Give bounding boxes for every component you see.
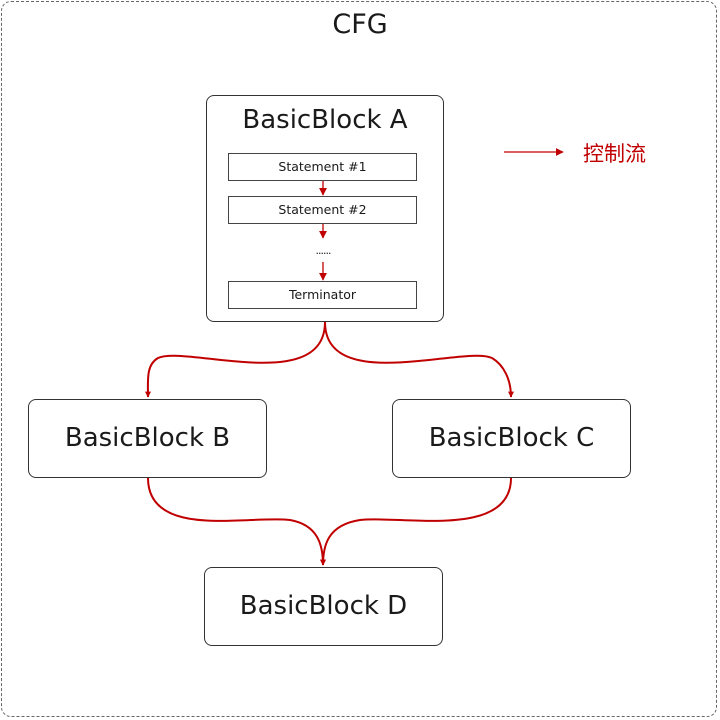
terminator: Terminator: [228, 281, 417, 309]
basic-block-d-label: BasicBlock D: [239, 591, 408, 621]
cfg-title: CFG: [332, 9, 388, 40]
edge-b-to-d: [147, 477, 326, 566]
basic-block-c: BasicBlock C: [392, 399, 631, 478]
edge-a-to-c: [324, 321, 514, 398]
legend-label: 控制流: [583, 142, 646, 166]
edge-c-to-d: [320, 477, 512, 566]
basic-block-b: BasicBlock B: [28, 399, 267, 478]
basic-block-b-label: BasicBlock B: [64, 423, 231, 453]
edge-a-to-b: [144, 321, 326, 398]
statement-2: Statement #2: [228, 196, 417, 224]
statements-ellipsis: ......: [315, 244, 332, 257]
basic-block-d: BasicBlock D: [204, 567, 443, 646]
basic-block-a-label: BasicBlock A: [242, 105, 408, 135]
statement-1: Statement #1: [228, 153, 417, 181]
basic-block-c-label: BasicBlock C: [428, 423, 595, 453]
